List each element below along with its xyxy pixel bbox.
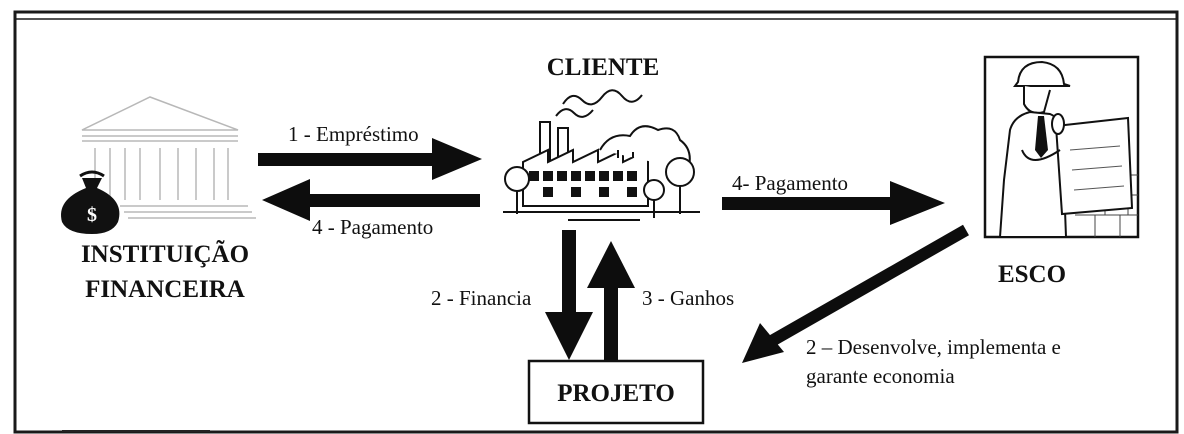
arrow-financia bbox=[545, 230, 593, 360]
edge-label-financia: 2 - Financia bbox=[431, 286, 532, 310]
engineer-icon bbox=[983, 55, 1140, 239]
bank-building-icon bbox=[81, 96, 256, 219]
money-bag-icon: $ bbox=[61, 170, 120, 234]
edge-label-pagamento-banco: 4 - Pagamento bbox=[312, 215, 433, 239]
arrow-pagamento-esco bbox=[722, 181, 945, 225]
edge-label-emprestimo: 1 - Empréstimo bbox=[288, 122, 419, 146]
node-esco: ESCO bbox=[998, 261, 1066, 288]
edge-label-desenvolve-line1: 2 – Desenvolve, implementa e bbox=[806, 335, 1061, 359]
factory-icon bbox=[503, 89, 700, 221]
arrow-pagamento-banco bbox=[262, 179, 480, 221]
dollar-sign: $ bbox=[87, 204, 97, 226]
arrow-emprestimo bbox=[258, 138, 482, 180]
node-cliente: CLIENTE bbox=[547, 54, 660, 81]
diagram-frame bbox=[13, 10, 1179, 434]
arrow-ganhos bbox=[587, 241, 635, 361]
edge-label-desenvolve-line2: garante economia bbox=[806, 364, 955, 388]
arrow-desenvolve bbox=[742, 224, 969, 363]
edge-label-ganhos: 3 - Ganhos bbox=[642, 286, 734, 310]
node-projeto: PROJETO bbox=[557, 380, 675, 407]
projeto-box bbox=[527, 359, 705, 425]
node-instituicao-line2: FINANCEIRA bbox=[85, 276, 245, 303]
edge-label-pagamento-esco: 4- Pagamento bbox=[732, 171, 848, 195]
node-instituicao-line1: INSTITUIÇÃO bbox=[81, 240, 249, 268]
